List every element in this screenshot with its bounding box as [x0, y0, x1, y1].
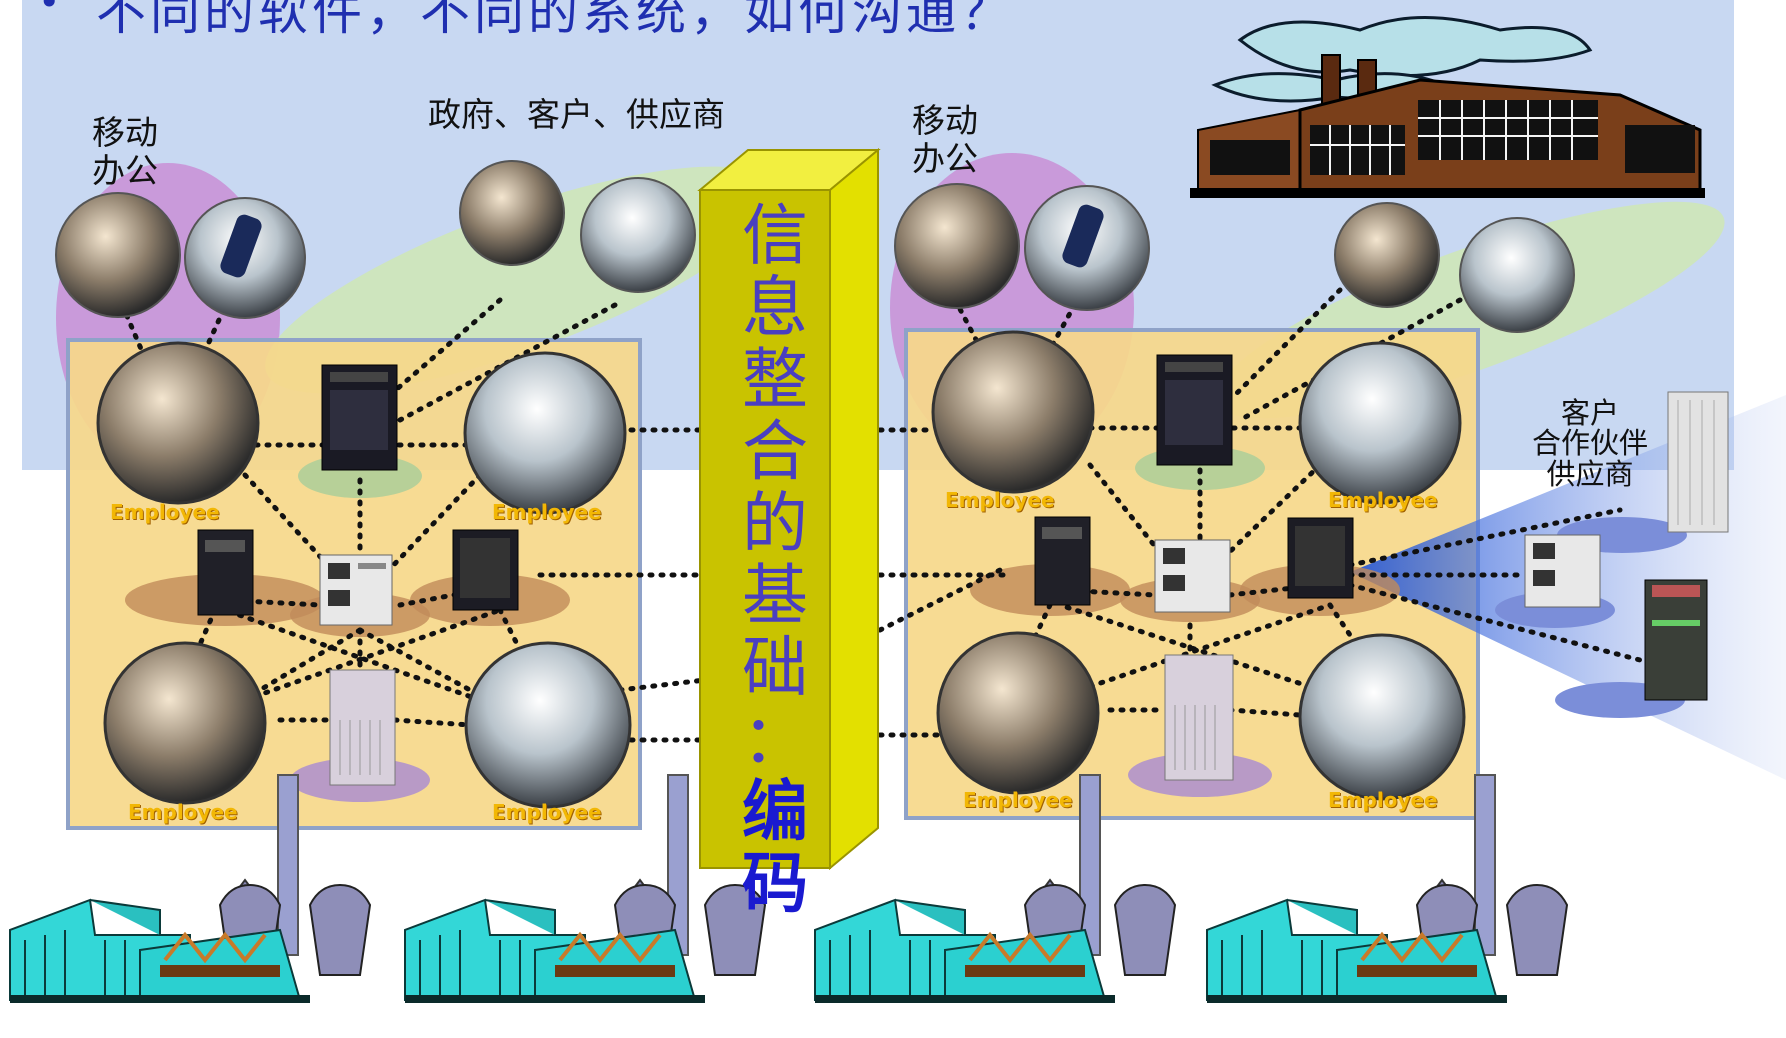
integration-pillar: [697, 147, 881, 871]
employee-label: Employee: [1328, 788, 1438, 812]
page-title: 不同的软件，不同的系统，如何沟通？: [96, 0, 1014, 41]
employee-photo-icon: [1298, 341, 1462, 505]
server-tower-icon: [1287, 517, 1354, 599]
employee-photo-icon: [96, 341, 260, 505]
pillar-char: 合: [742, 413, 808, 490]
pillar-char: 信: [742, 197, 808, 274]
mobile-office-label-line: 移动: [912, 101, 978, 140]
factory-icon: [1190, 16, 1705, 198]
employee-photo-icon: [463, 351, 627, 515]
employee-photo-icon: [1298, 633, 1466, 801]
employee-photo-icon: [936, 631, 1100, 795]
pillar-text: 信 息 整 合 的 基 础 ： 编 码: [700, 200, 850, 920]
server-tower-icon: [329, 669, 396, 786]
employee-label: Employee: [128, 800, 238, 824]
pillar-char: 基: [742, 557, 808, 634]
pillar-char: ：: [742, 701, 808, 778]
pillar-emphasis-char: 编: [742, 773, 808, 850]
employee-label: Employee: [492, 500, 602, 524]
employee-photo-icon: [1334, 202, 1440, 308]
server-tower-icon: [1034, 516, 1091, 606]
server-tower-icon: [197, 529, 254, 616]
employee-photo-icon: [103, 641, 267, 805]
mobile-office-label-line: 移动: [92, 113, 158, 152]
servers: [197, 354, 1729, 786]
rack-server-icon: [321, 364, 398, 471]
employee-label: Employee: [945, 488, 1055, 512]
server-tower-icon: [452, 529, 519, 611]
external-partners-label: 客户 合作伙伴 供应商: [1520, 396, 1660, 491]
pillar-char: 整: [742, 341, 808, 418]
pillar-emphasis-char: 码: [742, 845, 808, 922]
power-plant-row: [9, 878, 1569, 1005]
server-tower-icon: [1667, 391, 1729, 533]
employee-photo-icon: [55, 192, 181, 318]
photo-bubbles: [55, 160, 1575, 809]
pillar-char: 息: [742, 269, 808, 346]
employee-photo-icon: [931, 330, 1095, 494]
employee-photo-icon: [459, 160, 565, 266]
rack-server-icon: [1524, 534, 1601, 608]
employee-photo-icon: [1459, 217, 1575, 333]
employee-label: Employee: [963, 788, 1073, 812]
title-bullet: •: [38, 0, 61, 24]
gov-clients-suppliers-label: 政府、客户、供应商: [428, 95, 725, 134]
mobile-office-label-line: 办公: [912, 138, 978, 178]
power-plant-icon: [9, 878, 372, 1003]
mobile-office-label-left: 移动 办公: [92, 114, 158, 190]
external-partners-label-line: 供应商: [1546, 456, 1634, 491]
server-tower-icon: [1164, 654, 1234, 781]
pillar-char: 的: [742, 485, 808, 562]
rack-server-icon: [1154, 539, 1231, 613]
employee-photo-icon: [580, 177, 696, 293]
rack-server-icon: [1156, 354, 1233, 466]
employee-photo-icon: [894, 183, 1020, 309]
mobile-office-label-right: 移动 办公: [912, 102, 978, 178]
mobile-office-label-line: 办公: [92, 150, 158, 190]
pillar-char: 础: [742, 629, 808, 706]
employee-label: Employee: [492, 800, 602, 824]
employee-photo-icon: [464, 641, 632, 809]
server-tower-icon: [1644, 579, 1708, 701]
employee-label: Employee: [1328, 488, 1438, 512]
external-partners-label-line: 客户: [1560, 396, 1619, 430]
external-partners-label-line: 合作伙伴: [1531, 426, 1648, 461]
employee-label: Employee: [110, 500, 220, 524]
rack-server-icon: [319, 554, 393, 626]
